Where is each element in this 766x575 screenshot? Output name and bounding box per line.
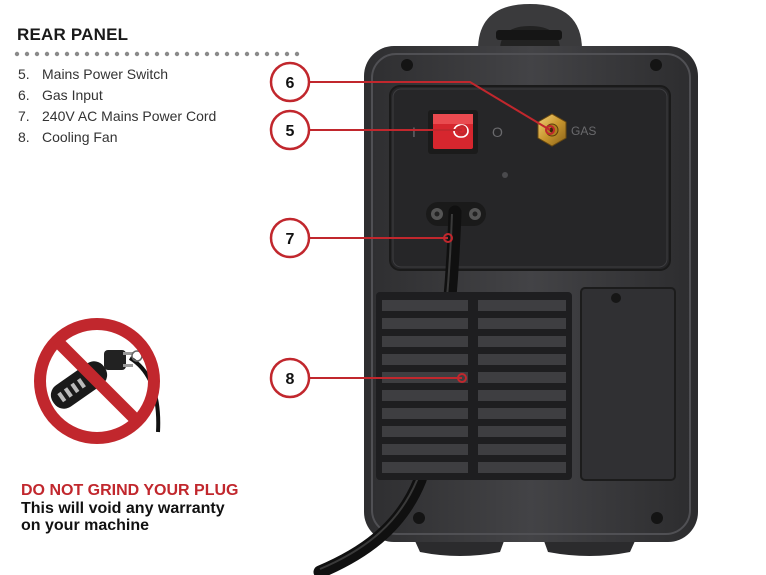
callout-number: 7: [286, 231, 295, 248]
legend-label: Gas Input: [42, 87, 103, 103]
gas-label: GAS: [571, 124, 596, 138]
legend-item-power-switch: 5.Mains Power Switch: [18, 66, 169, 82]
legend-label: Mains Power Switch: [42, 66, 169, 82]
callout-number: 6: [286, 75, 295, 92]
access-plate: [580, 287, 676, 481]
warning-headline: DO NOT GRIND YOUR PLUG: [21, 482, 239, 499]
callout-number: 8: [286, 371, 295, 388]
body-screws: [401, 59, 663, 524]
callout-number: 5: [286, 123, 295, 140]
section-title: REAR PANEL: [17, 25, 129, 44]
callout-8: 8: [269, 357, 311, 399]
legend-item-power-cord: 7.240V AC Mains Power Cord: [18, 108, 217, 124]
warning-line-1: This will void any warranty: [21, 500, 225, 517]
no-grinding-plug-icon: [34, 318, 161, 444]
callout-6: 6: [269, 61, 311, 103]
callout-endpoints: [443, 125, 555, 383]
callout-5: 5: [269, 109, 311, 151]
dotted-divider: [14, 51, 300, 57]
panel-indicator: [502, 172, 508, 178]
callout-7: 7: [269, 217, 311, 259]
legend-label: 240V AC Mains Power Cord: [42, 108, 217, 124]
component-legend: 5.Mains Power Switch 6.Gas Input 7.240V …: [18, 64, 216, 148]
legend-label: Cooling Fan: [42, 129, 118, 145]
legend-item-cooling-fan: 8.Cooling Fan: [18, 129, 118, 145]
legend-item-gas-input: 6.Gas Input: [18, 87, 103, 103]
callout-lines: [309, 81, 551, 379]
switch-off-mark: O: [492, 124, 503, 140]
warning-line-2: on your machine: [21, 517, 150, 534]
switch-on-mark: I: [412, 124, 416, 140]
cooling-fan-grille: [376, 292, 572, 480]
carry-handle: [478, 4, 582, 50]
warning-text: This will void any warranty on your mach…: [21, 500, 281, 534]
mains-power-switch: [428, 110, 478, 154]
